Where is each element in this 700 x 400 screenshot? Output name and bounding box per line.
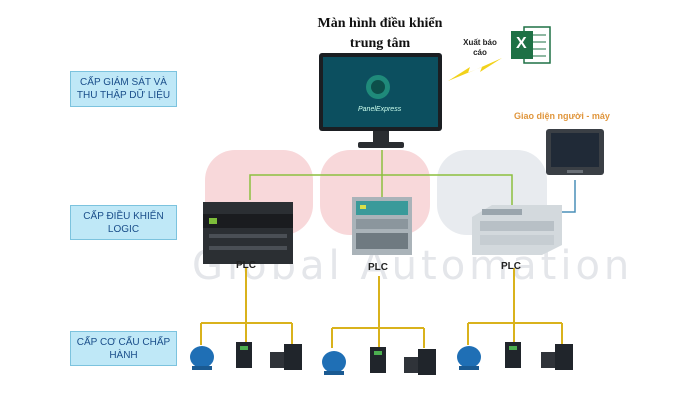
hmi-label: Giao diện người - máy <box>514 111 610 121</box>
central-screen-title: Màn hình điều khiển trung tâm <box>317 16 443 51</box>
central-monitor: PanelExpress <box>318 52 443 152</box>
motor-drive-servo-icons <box>190 342 302 370</box>
screen-logo-text: PanelExpress <box>358 106 402 113</box>
plc-label-2: PLC <box>368 262 388 273</box>
motor-drive-servo-icons <box>457 342 573 370</box>
motor-drive-servo-icons <box>322 347 436 375</box>
plc-label-3: PLC <box>501 261 521 272</box>
plc-label-1: PLC <box>236 260 256 271</box>
level-supervision-box: CẤP GIÁM SÁT VÀ THU THẬP DỮ LIỆU <box>70 71 177 107</box>
level-logic-box: CẤP ĐIỀU KHIỂN LOGIC <box>70 205 177 240</box>
excel-icon: X <box>510 25 552 65</box>
level-actuator-box: CẤP CƠ CẤU CHẤP HÀNH <box>70 331 177 366</box>
export-report-label: Xuất báo cáo <box>463 38 497 57</box>
